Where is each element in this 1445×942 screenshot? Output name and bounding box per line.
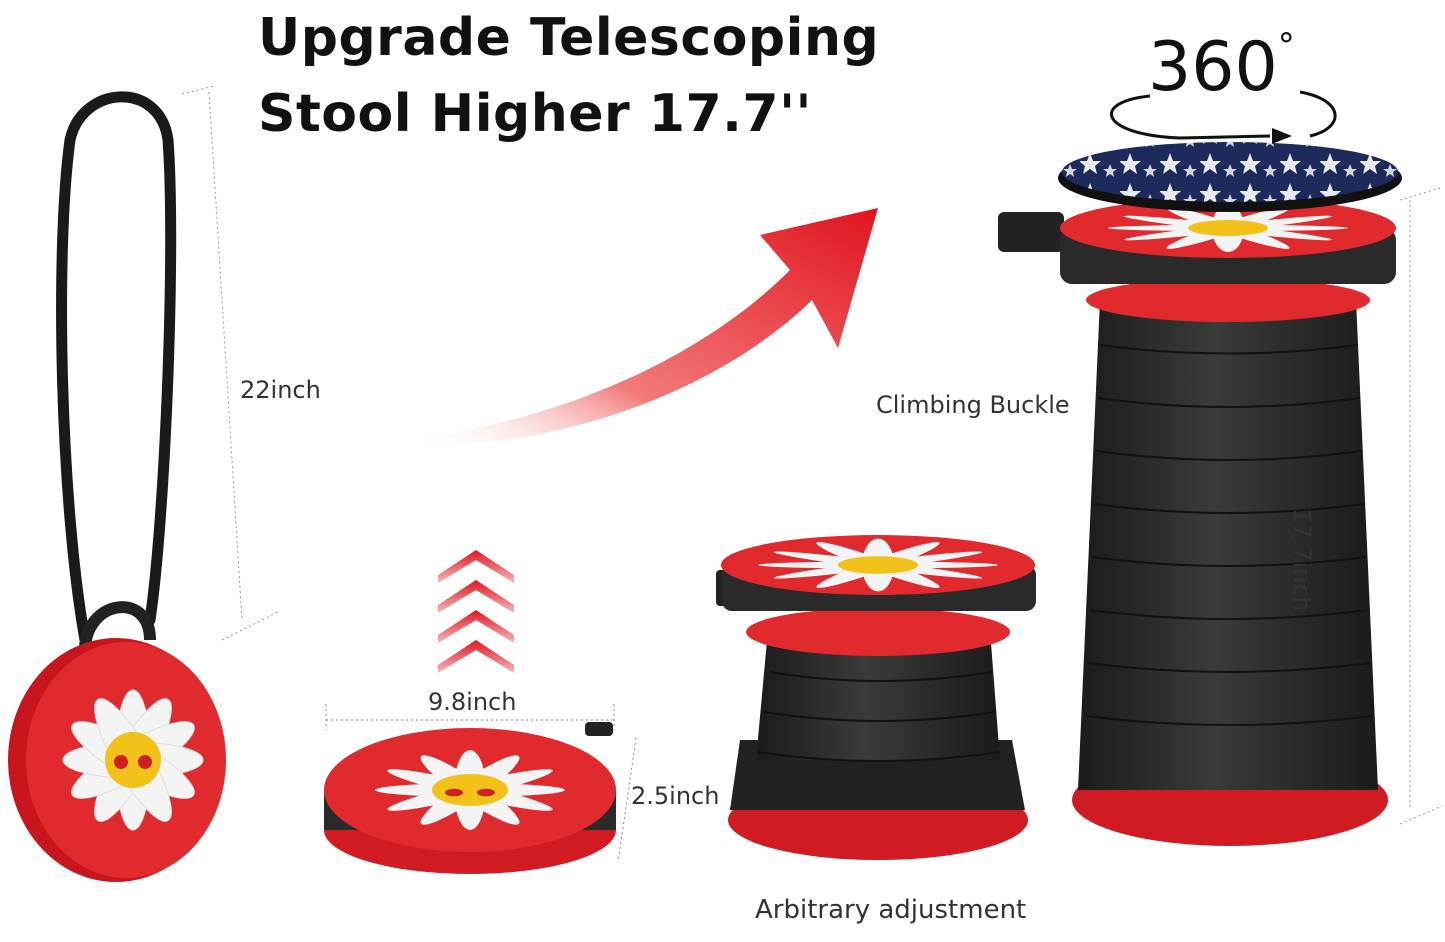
degree-symbol: ° — [1277, 26, 1295, 66]
climbing-buckle-label: Climbing Buckle — [876, 391, 1070, 419]
folded-stool — [324, 722, 616, 874]
folded-height-label: 2.5inch — [631, 782, 720, 810]
daisy-icon — [62, 689, 204, 831]
star-pattern-icon — [1058, 142, 1402, 212]
curved-arrow-icon — [410, 208, 878, 446]
folded-dimension-lines — [325, 704, 637, 863]
strap-dimension-line — [181, 85, 279, 641]
chevron-up-icon — [438, 550, 514, 673]
headline-line-2: Stool Higher 17.7'' — [258, 84, 812, 144]
tall-stool — [998, 142, 1402, 846]
hanging-stool — [8, 91, 226, 882]
strap-length-label: 22inch — [240, 376, 321, 404]
rotation-value: 360 — [1148, 28, 1278, 107]
headline: Upgrade Telescoping Stool Higher 17.7'' — [258, 0, 879, 152]
tall-dimension-line — [1399, 187, 1443, 825]
rotation-label: 360° — [1148, 26, 1295, 107]
arbitrary-adjustment-label: Arbitrary adjustment — [755, 895, 1027, 925]
medium-stool — [716, 535, 1036, 860]
diameter-label: 9.8inch — [428, 688, 517, 716]
headline-line-1: Upgrade Telescoping — [258, 8, 880, 68]
rotation-arrow-icon — [1109, 90, 1337, 144]
extended-height-label: 17.7inch — [1288, 508, 1316, 612]
